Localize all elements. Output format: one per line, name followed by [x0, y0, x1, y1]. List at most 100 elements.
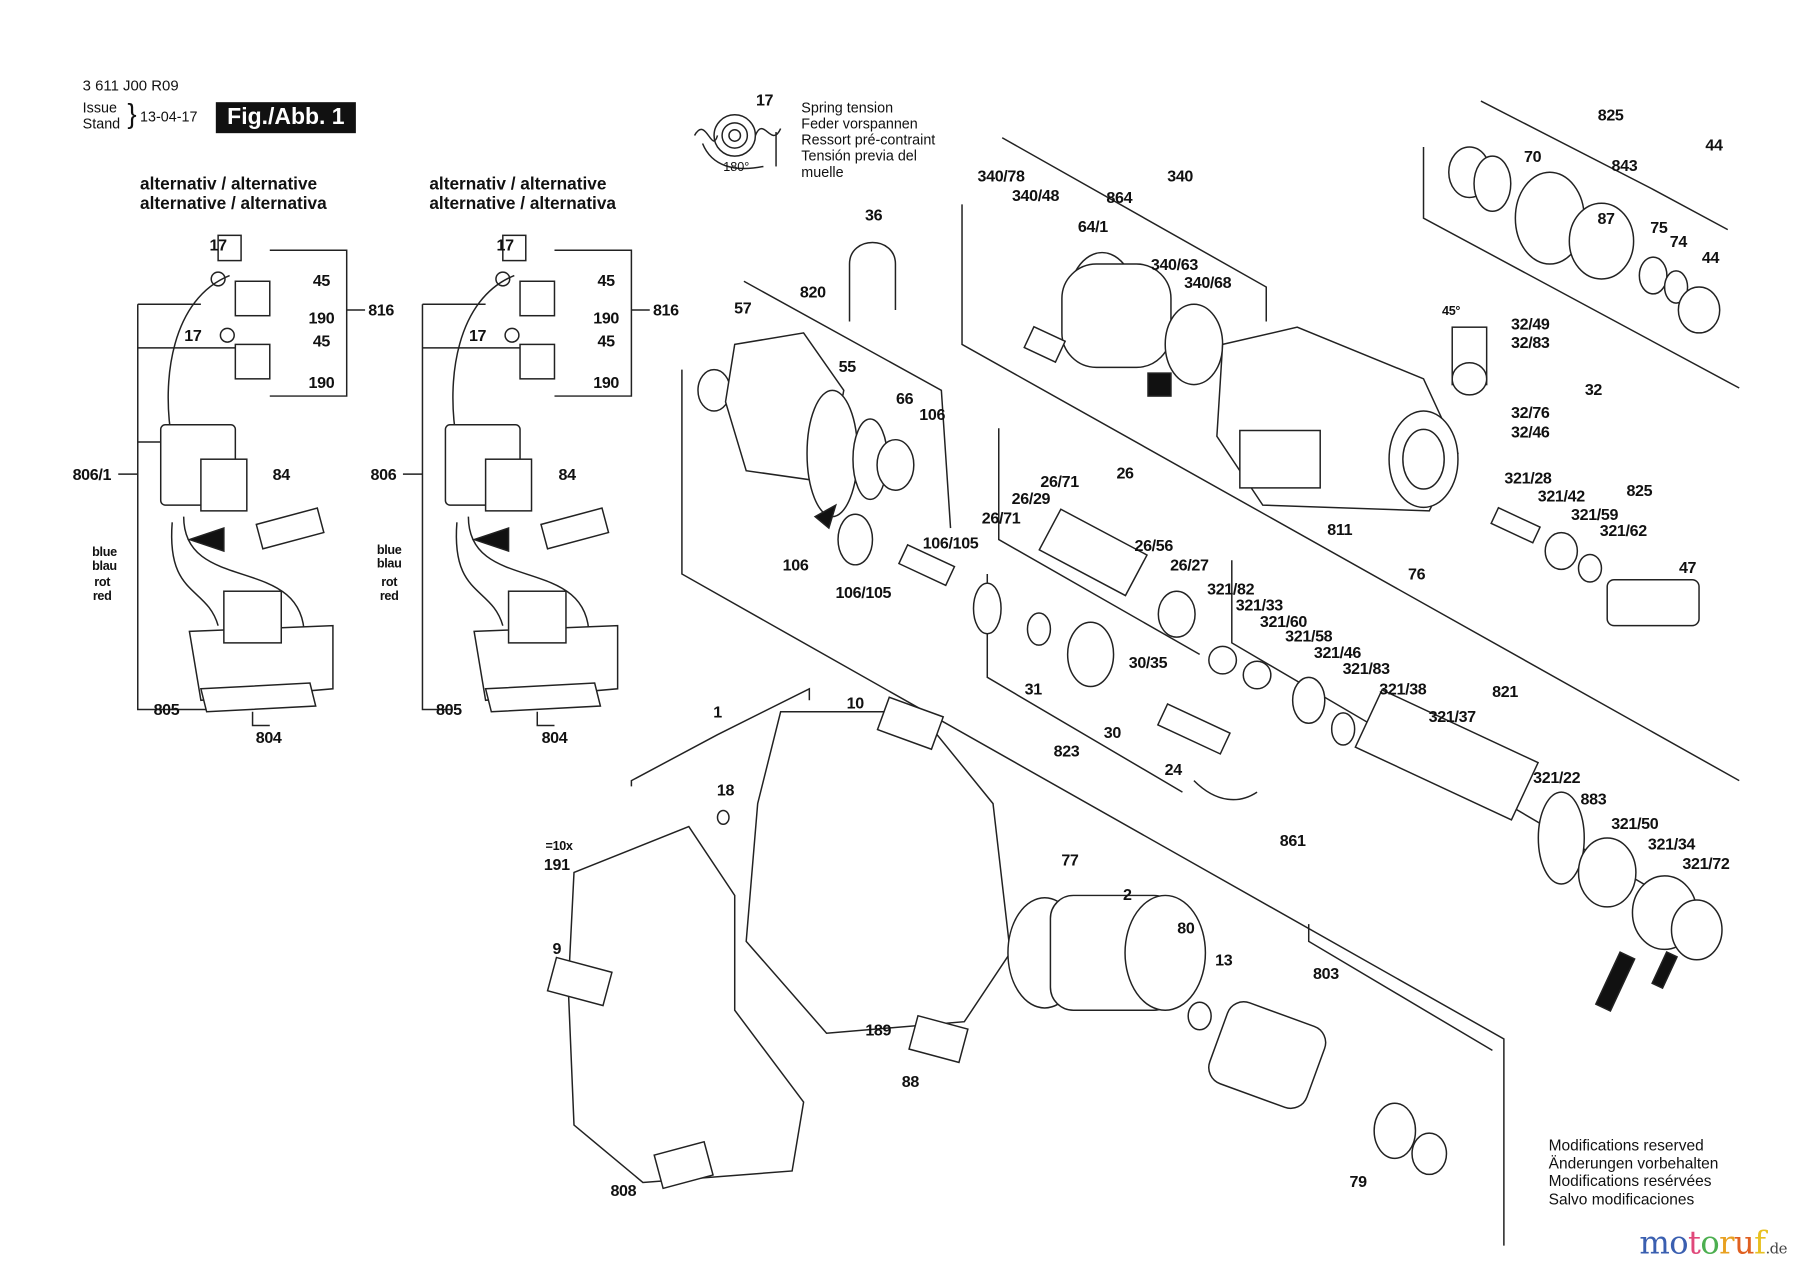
part-label: 17: [209, 235, 228, 254]
note-line: Änderungen vorbehalten: [1548, 1154, 1719, 1172]
spring-note-line: Feder vorspannen: [801, 115, 918, 133]
note-line: Salvo modificaciones: [1548, 1189, 1695, 1208]
part-label: 340/68: [1184, 273, 1232, 292]
part-label: 321/42: [1537, 486, 1585, 506]
part-label: 76: [1408, 564, 1426, 584]
part-label: 321/34: [1647, 834, 1696, 853]
part-label: 26/29: [1011, 489, 1051, 508]
part-label: 340/78: [977, 166, 1025, 185]
alternative-title-line: alternative / alternativa: [140, 194, 327, 214]
part-label: 340: [1167, 166, 1194, 185]
part-label: 803: [1313, 964, 1339, 983]
stand-label: Stand: [82, 115, 121, 133]
spring-tension-icon: [693, 114, 782, 170]
part-label: 825: [1597, 105, 1624, 124]
part-label: 321/22: [1533, 768, 1581, 787]
part-label: 77: [1061, 850, 1079, 870]
logo-letter: u: [1733, 1223, 1755, 1262]
part-label: 190: [308, 373, 335, 392]
part-label: 26/56: [1134, 536, 1173, 555]
part-label: 26/27: [1170, 555, 1209, 574]
spring-note-line: Ressort pré-contraint: [801, 132, 936, 149]
part-label: 805: [435, 700, 462, 719]
part-label: 10: [846, 693, 865, 712]
assembly-frames: [630, 100, 1740, 1246]
part-label: 13: [1215, 950, 1233, 969]
part-label: 806/1: [72, 464, 112, 484]
part-label: 321/83: [1342, 658, 1390, 678]
part-label: 321/33: [1235, 595, 1283, 615]
part-label: 340/48: [1011, 185, 1060, 205]
part-label: 45: [597, 331, 616, 351]
part-label: 190: [593, 308, 620, 328]
part-label: 321/72: [1682, 854, 1730, 873]
part-label: 80: [1177, 918, 1195, 937]
part-label: 321/37: [1428, 707, 1476, 726]
part-label: 808: [610, 1181, 637, 1200]
part-label: 861: [1279, 831, 1306, 850]
part-label: 32/49: [1511, 314, 1550, 333]
modifications-note: Modifications reserved Änderungen vorbeh…: [1549, 1137, 1719, 1208]
part-label: 88: [901, 1072, 920, 1091]
logo-letter: o: [1700, 1223, 1720, 1262]
note-line: Modifications resérvées: [1548, 1172, 1712, 1190]
part-label: 321/59: [1571, 505, 1619, 524]
motoruf-logo: motoruf.de: [1639, 1224, 1787, 1262]
part-label: 30: [1103, 723, 1122, 742]
part-label: 45°: [1442, 304, 1461, 319]
issue-label: Issue: [82, 99, 117, 116]
logo-letter: o: [1669, 1223, 1689, 1262]
part-label: 26/71: [1040, 471, 1079, 491]
part-label: 32/83: [1511, 332, 1550, 352]
part-label: =10x: [545, 839, 573, 854]
part-label: 32: [1584, 379, 1603, 399]
alternative-title-1: alternativ / alternative alternative / a…: [140, 174, 327, 213]
spring-note-line: Spring tension: [801, 99, 894, 116]
logo-suffix: .de: [1765, 1240, 1787, 1259]
part-label: 805: [153, 700, 180, 719]
part-label: 44: [1705, 135, 1723, 154]
spring-note-line: muelle: [801, 164, 844, 181]
wire-color-label: rot: [381, 575, 398, 590]
part-label: 321/38: [1379, 679, 1427, 698]
part-label: 74: [1669, 231, 1688, 251]
part-label: 2: [1123, 885, 1132, 904]
part-label: 9: [552, 939, 562, 958]
wire-color-label: red: [379, 589, 399, 604]
figure-title: Fig./Abb. 1: [215, 102, 356, 134]
part-label: 106: [919, 405, 946, 424]
wire-color-label: blau: [376, 557, 402, 572]
part-label: 55: [838, 357, 857, 376]
alternative-title-line: alternative / alternativa: [429, 194, 616, 214]
alternative-title-line: alternativ / alternative: [140, 174, 318, 195]
part-label: 864: [1106, 188, 1133, 207]
part-label: 24: [1164, 759, 1183, 779]
part-label: 190: [308, 308, 335, 328]
logo-letter: m: [1639, 1223, 1670, 1262]
part-label: 30/35: [1128, 653, 1168, 672]
part-label: 189: [865, 1020, 892, 1039]
part-label: 17: [468, 326, 487, 345]
part-label: 18: [716, 780, 735, 800]
spring-part-label: 17: [755, 90, 774, 110]
part-label: 70: [1523, 146, 1542, 166]
part-label: 321/60: [1259, 611, 1308, 631]
part-label: 191: [543, 855, 570, 874]
part-number: 3 611 J00 R09: [82, 76, 179, 95]
spring-angle: 180°: [723, 160, 750, 175]
logo-letter: f: [1754, 1223, 1766, 1262]
part-label: 47: [1678, 557, 1697, 577]
issue-date: 13-04-17: [140, 109, 198, 126]
part-label: 821: [1492, 681, 1518, 701]
part-label: 17: [496, 235, 515, 254]
alternative-title-line: alternativ / alternative: [429, 174, 607, 195]
part-label: 36: [865, 205, 883, 224]
part-label: 106/105: [835, 583, 892, 602]
spring-tension-note: Spring tension Feder vorspannen Ressort …: [801, 100, 935, 180]
wire-color-label: blau: [92, 559, 117, 574]
part-label: 45: [312, 331, 331, 351]
part-label: 804: [541, 727, 568, 747]
part-label: 321/62: [1599, 521, 1647, 540]
